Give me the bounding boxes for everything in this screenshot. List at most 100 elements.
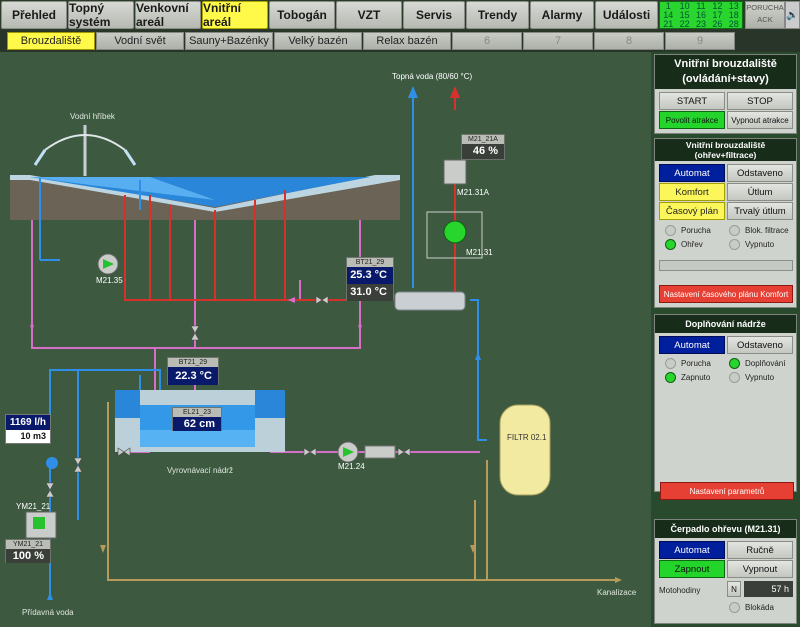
- pump-rucne-button[interactable]: Ručně: [727, 541, 793, 559]
- drain-label: Kanalizace: [597, 588, 637, 597]
- utlum-button[interactable]: Útlum: [727, 183, 793, 201]
- porucha-label: PORUCHA: [746, 3, 784, 12]
- control-panel: Vnitřní brouzdaliště (ovládání+stavy) ST…: [651, 52, 800, 627]
- alarm-cell: 26: [712, 19, 723, 29]
- pump-zapnout-button[interactable]: Zapnout: [659, 560, 725, 578]
- disable-attractions-button[interactable]: Vypnout atrakce: [727, 111, 793, 129]
- subtab-velky-bazen[interactable]: Velký bazén: [274, 32, 362, 50]
- casovy-plan-button[interactable]: Časový plán: [659, 202, 725, 220]
- refill-vypnuto-label: Vypnuto: [745, 373, 775, 382]
- trvaly-utlum-button[interactable]: Trvalý útlum: [727, 202, 793, 220]
- porucha-led: [665, 225, 676, 236]
- attractions-title: Vnitřní brouzdaliště: [674, 58, 777, 70]
- m21-35-label: M21.35: [96, 276, 123, 285]
- alarm-cell: 11: [696, 1, 706, 11]
- subtab-relax-bazen[interactable]: Relax bazén: [363, 32, 451, 50]
- refill-automat-button[interactable]: Automat: [659, 336, 725, 354]
- tab-venkovni-areal[interactable]: Venkovní areál: [135, 1, 201, 29]
- alarm-cell: 10: [679, 1, 690, 11]
- bt21-29b-display[interactable]: BT21_29 22.3 °C: [167, 357, 219, 385]
- tab-vzt[interactable]: VZT: [336, 1, 402, 29]
- m21-21a-label: M21_21A: [468, 136, 498, 143]
- alarm-cell: 16: [695, 10, 706, 20]
- odstaveno-button[interactable]: Odstaveno: [727, 164, 793, 182]
- tab-servis[interactable]: Servis: [403, 1, 465, 29]
- blok-filtrace-led: [729, 225, 740, 236]
- hours-value: 57 h: [744, 581, 793, 597]
- tank-label: Vyrovnávací nádrž: [167, 466, 233, 475]
- subtab-sauny[interactable]: Sauny+Bazénky: [185, 32, 273, 50]
- alarm-cell: 15: [679, 10, 690, 20]
- m21-31-label: M21.31: [466, 248, 493, 257]
- tab-udalosti[interactable]: Události: [595, 1, 658, 29]
- ohrev-label: Ohřev: [681, 240, 703, 249]
- alarm-grid[interactable]: 1 10 11 12 13 14 15 16 17 18 21 22 23 26…: [659, 1, 743, 29]
- bt21-29-setpoint[interactable]: 31.0 °C: [347, 284, 393, 301]
- motohodiny-label: Motohodiny: [659, 586, 701, 595]
- tab-tobogan[interactable]: Tobogán: [269, 1, 335, 29]
- process-scheme: Vodní hříbek Topná voda (80/60 °C) M21_2…: [0, 52, 651, 627]
- m21-21a-display[interactable]: M21_21A 46 %: [461, 134, 505, 160]
- vypnuto-label: Vypnuto: [745, 240, 775, 249]
- hours-reset-button[interactable]: N: [727, 581, 741, 597]
- start-button[interactable]: START: [659, 92, 725, 110]
- alarm-cell: 17: [712, 10, 723, 20]
- attractions-box: Vnitřní brouzdaliště (ovládání+stavy) ST…: [654, 54, 797, 134]
- pump-automat-button[interactable]: Automat: [659, 541, 725, 559]
- filter-label: FILTR 02.1: [507, 433, 547, 442]
- subtab-8[interactable]: 8: [594, 32, 664, 50]
- heating-title: Vnitřní brouzdaliště: [685, 140, 766, 150]
- m21-31a-label: M21.31A: [457, 188, 490, 197]
- alarm-cell: 22: [679, 19, 690, 29]
- ym21-21-value: 100 %: [6, 549, 50, 563]
- bt21-29b-label: BT21_29: [178, 359, 208, 366]
- enable-attractions-button[interactable]: Povolit atrakce: [659, 111, 725, 129]
- ym21-21-display[interactable]: YM21_21 100 %: [5, 539, 51, 563]
- status-bar: [659, 260, 793, 271]
- subtab-6[interactable]: 6: [452, 32, 522, 50]
- automat-button[interactable]: Automat: [659, 164, 725, 182]
- bt21-29-display[interactable]: BT21_29 25.3 °C 31.0 °C: [346, 257, 394, 301]
- blok-filtrace-label: Blok. filtrace: [745, 226, 789, 235]
- subtab-brouzdaliste[interactable]: Brouzdaliště: [7, 32, 95, 50]
- refill-header: Doplňování nádrže: [655, 315, 796, 333]
- m21-21a-value: 46 %: [462, 144, 504, 159]
- subtab-9[interactable]: 9: [665, 32, 735, 50]
- pump-vypnout-button[interactable]: Vypnout: [727, 560, 793, 578]
- ohrev-led: [665, 239, 676, 250]
- flow-display[interactable]: 1169 l/h 10 m3: [5, 414, 51, 444]
- tab-alarmy[interactable]: Alarmy: [530, 1, 594, 29]
- el21-23-label: EL21_23: [182, 409, 212, 416]
- blokada-label: Blokáda: [745, 603, 774, 612]
- komfort-button[interactable]: Komfort: [659, 183, 725, 201]
- volume-value: 10 m3: [6, 430, 50, 443]
- subtab-vodni-svet[interactable]: Vodní svět: [96, 32, 184, 50]
- bt21-29b-value: 22.3 °C: [168, 367, 218, 385]
- porucha-ack-button[interactable]: PORUCHA ACK: [745, 1, 785, 29]
- porucha-label: Porucha: [681, 226, 711, 235]
- alarm-cell: 13: [728, 1, 739, 11]
- pump-box: Čerpadlo ohřevu (M21.31) Automat Ručně Z…: [654, 519, 797, 624]
- speaker-icon[interactable]: 🔊: [785, 1, 800, 29]
- refill-odstaveno-button[interactable]: Odstaveno: [727, 336, 793, 354]
- attractions-subtitle: (ovládání+stavy): [682, 73, 769, 85]
- sub-nav: Brouzdaliště Vodní svět Sauny+Bazénky Ve…: [0, 30, 800, 52]
- tab-vnitrni-areal[interactable]: Vnitřní areál: [202, 1, 268, 29]
- tab-prehled[interactable]: Přehled: [1, 1, 67, 29]
- refill-porucha-label: Porucha: [681, 359, 711, 368]
- subtab-7[interactable]: 7: [523, 32, 593, 50]
- m21-24-label: M21.24: [338, 462, 365, 471]
- heating-header: Vnitřní brouzdaliště (ohřev+filtrace): [655, 139, 796, 161]
- stop-button[interactable]: STOP: [727, 92, 793, 110]
- parameters-button[interactable]: Nastavení parametrů: [660, 482, 794, 500]
- alarm-cell: 18: [728, 10, 739, 20]
- zapnuto-label: Zapnuto: [681, 373, 711, 382]
- schedule-settings-button[interactable]: Nastavení časového plánu Komfort: [659, 285, 793, 303]
- alarm-cell: 1: [665, 1, 671, 11]
- pump-header: Čerpadlo ohřevu (M21.31): [655, 520, 796, 538]
- tab-topny-system[interactable]: Topný systém: [68, 1, 134, 29]
- heating-water-label: Topná voda (80/60 °C): [392, 72, 473, 81]
- doplnovani-label: Doplňování: [745, 359, 786, 368]
- tab-trendy[interactable]: Trendy: [466, 1, 529, 29]
- el21-23-display[interactable]: EL21_23 62 cm: [172, 407, 222, 431]
